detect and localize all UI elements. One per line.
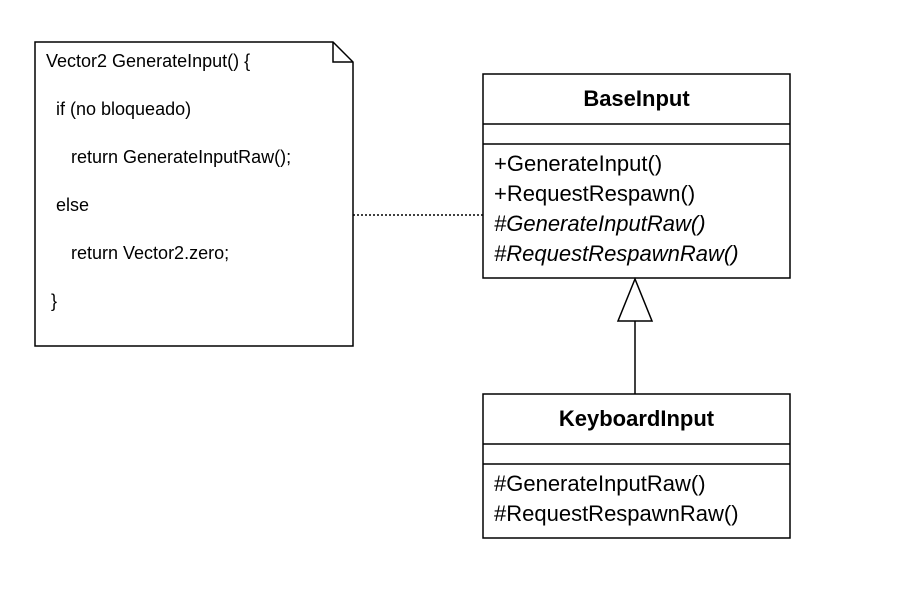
baseinput-class-box — [482, 73, 791, 279]
note-line-4: else — [46, 195, 90, 215]
inheritance-arrowhead — [616, 277, 654, 322]
keyboardinput-class-box — [482, 393, 791, 539]
baseinput-method-4: #RequestRespawnRaw() — [494, 241, 739, 266]
baseinput-method-3: #GenerateInputRaw() — [494, 211, 706, 236]
baseinput-class-name: BaseInput — [583, 86, 690, 111]
note-line-3: return GenerateInputRaw(); — [46, 147, 292, 167]
note-line-1: Vector2 GenerateInput() { — [46, 51, 251, 71]
keyboardinput-class-name: KeyboardInput — [558, 406, 715, 431]
note-fold-corner — [332, 42, 353, 63]
baseinput-method-1: +GenerateInput() — [494, 151, 663, 176]
baseinput-method-2: +RequestRespawn() — [494, 181, 696, 206]
note-line-6: } — [46, 291, 58, 311]
note-line-2: if (no bloqueado) — [46, 99, 192, 119]
keyboardinput-method-2: #RequestRespawnRaw() — [494, 501, 739, 526]
code-note-box — [34, 41, 354, 347]
keyboardinput-method-1: #GenerateInputRaw() — [494, 471, 706, 496]
note-line-5: return Vector2.zero; — [46, 243, 230, 263]
